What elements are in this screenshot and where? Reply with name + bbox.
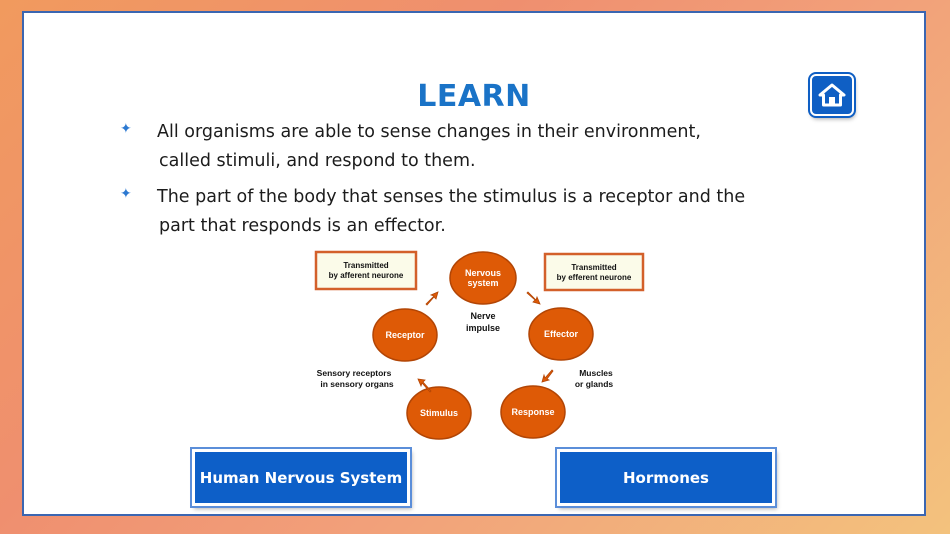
efferent-box	[543, 252, 645, 292]
home-icon	[818, 83, 846, 107]
afferent-box-text: by afferent neurone	[329, 271, 404, 280]
muscles-label: Muscles	[579, 368, 613, 378]
star-bullet-icon: ✦	[120, 186, 132, 202]
bullet-line: All organisms are able to sense changes …	[157, 122, 701, 142]
sensory-label: in sensory organs	[320, 379, 393, 389]
node-label: Stimulus	[420, 408, 458, 418]
muscles-label: or glands	[575, 379, 614, 389]
efferent-box-text: by efferent neurone	[557, 273, 632, 282]
nervous-system-diagram: Transmitted by afferent neurone Transmit…	[302, 246, 662, 446]
node-label: Receptor	[385, 330, 425, 340]
node-label: Response	[511, 407, 554, 417]
nerve-impulse-label: impulse	[466, 323, 500, 333]
home-button[interactable]	[810, 74, 854, 116]
bullet-line: The part of the body that senses the sti…	[157, 187, 746, 207]
page-title: LEARN	[417, 79, 531, 114]
node-receptor	[372, 308, 438, 362]
bullet-line: called stimuli, and respond to them.	[159, 151, 476, 171]
sensory-label: Sensory receptors	[317, 368, 392, 378]
nerve-impulse-label: Nerve	[470, 311, 495, 321]
node-effector	[528, 307, 594, 361]
arrow-icon	[417, 378, 432, 393]
bullet-line: part that responds is an effector.	[159, 216, 446, 236]
efferent-box-text: Transmitted	[571, 263, 616, 272]
node-label: system	[467, 278, 498, 288]
bullet-item: ✦ The part of the body that senses the s…	[120, 183, 820, 241]
node-stimulus	[406, 386, 472, 440]
afferent-box	[314, 250, 418, 291]
content-card: LEARN ✦ All organisms are able to sense …	[22, 11, 926, 516]
afferent-box-text: Transmitted	[343, 261, 388, 270]
node-nervous-system	[449, 251, 517, 305]
node-response	[500, 385, 566, 439]
arrow-icon	[425, 291, 439, 306]
star-bullet-icon: ✦	[120, 121, 132, 137]
node-label: Effector	[544, 329, 579, 339]
bullet-item: ✦ All organisms are able to sense change…	[120, 118, 820, 176]
human-nervous-system-button[interactable]: Human Nervous System	[192, 449, 410, 506]
hormones-button[interactable]: Hormones	[557, 449, 775, 506]
node-label: Nervous	[465, 268, 501, 278]
bullet-list: ✦ All organisms are able to sense change…	[120, 118, 820, 248]
diagram-svg: Transmitted by afferent neurone Transmit…	[314, 250, 645, 440]
arrow-icon	[526, 291, 541, 305]
arrow-icon	[541, 369, 554, 383]
